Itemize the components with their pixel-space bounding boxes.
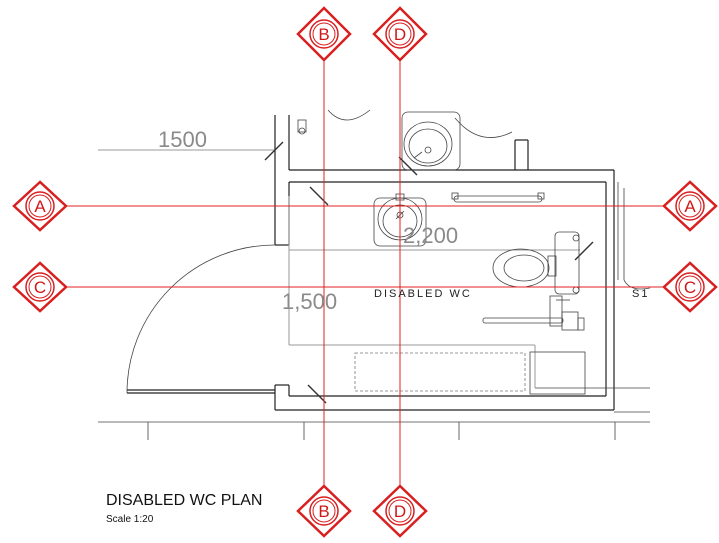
section-marker-top-b[interactable]: B [296, 6, 352, 62]
section-marker-label: D [394, 25, 406, 44]
section-marker-label: D [394, 502, 406, 521]
drawing-title: DISABLED WC PLAN [106, 492, 262, 509]
wc-pan [492, 231, 580, 295]
dimension-top-left: 1500 [158, 127, 207, 152]
walls [274, 115, 651, 413]
section-marker-left-c[interactable]: C [12, 261, 68, 313]
dashed-bench [354, 352, 526, 392]
section-marker-label: A [34, 197, 46, 216]
upper-room-fixtures [297, 109, 513, 138]
section-marker-right-a[interactable]: A [662, 180, 718, 232]
partial-room-label: S1 [632, 288, 649, 300]
dimension-lines [98, 149, 580, 388]
drawing-scale: Scale 1:20 [106, 514, 154, 525]
cabinet [529, 351, 586, 395]
section-marker-right-c[interactable]: C [662, 261, 718, 313]
grab-rail-top [451, 192, 545, 203]
section-marker-label: A [684, 197, 696, 216]
section-marker-label: C [684, 278, 696, 297]
section-marker-bottom-b[interactable]: B [296, 484, 352, 538]
section-marker-bottom-d[interactable]: D [372, 484, 428, 538]
section-marker-label: B [318, 502, 329, 521]
door-swing [126, 244, 276, 394]
dimension-horizontal: 2,200 [403, 223, 458, 248]
dimension-ticks [264, 141, 594, 404]
section-marker-top-d[interactable]: D [372, 6, 428, 62]
section-marker-label: B [318, 25, 329, 44]
section-lines [62, 55, 665, 492]
room-label: DISABLED WC [374, 288, 472, 300]
grab-rail-lower [482, 295, 585, 331]
ground-line [98, 421, 650, 440]
upper-basin [401, 111, 461, 171]
section-marker-left-a[interactable]: A [12, 180, 68, 232]
section-marker-label: C [34, 278, 46, 297]
dimension-vertical: 1,500 [282, 289, 337, 314]
